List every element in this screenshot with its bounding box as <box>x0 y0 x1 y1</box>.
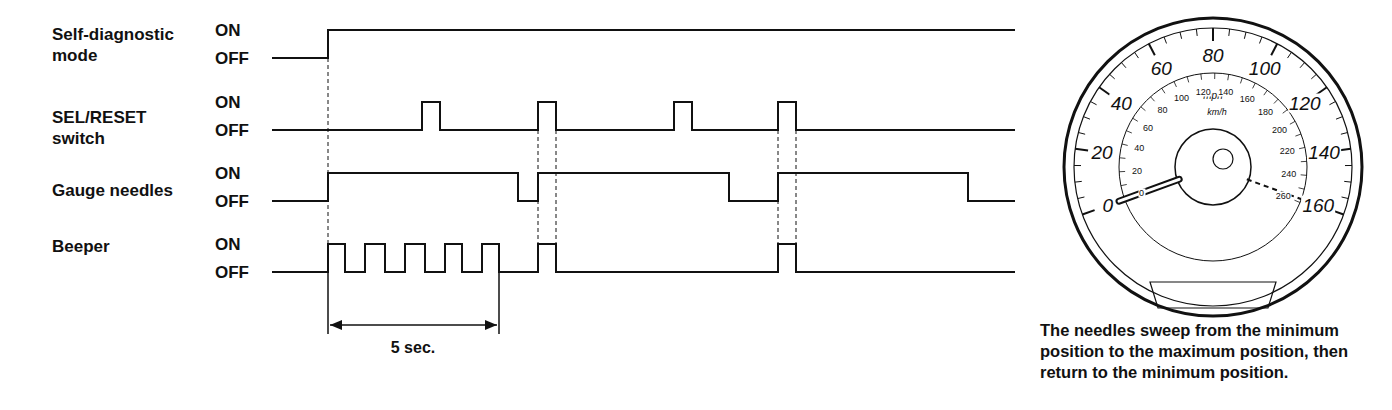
mph-scale-number: 20 <box>1090 143 1113 162</box>
kmh-scale-number: 100 <box>1173 93 1190 102</box>
signal-level: ON <box>215 235 241 255</box>
signal-name: Gauge needles <box>52 180 192 201</box>
time-dimension: 5 sec. <box>391 338 435 358</box>
signal-level: OFF <box>215 121 249 141</box>
kmh-scale-number: 0 <box>1138 188 1145 197</box>
signal-level: ON <box>215 164 241 184</box>
kmh-scale-number: 140 <box>1217 88 1234 97</box>
mph-scale-number: 140 <box>1307 143 1341 162</box>
kmh-scale-number: 220 <box>1279 147 1296 156</box>
signal-level: OFF <box>215 192 249 212</box>
kmh-scale-number: 40 <box>1133 144 1145 153</box>
signal-level: ON <box>215 93 241 113</box>
kmh-scale-number: 180 <box>1257 108 1274 117</box>
kmh-scale-number: 60 <box>1142 123 1154 132</box>
signal-name: SEL/RESET switch <box>52 107 192 149</box>
mph-scale-number: 100 <box>1248 58 1282 77</box>
mph-scale-number: 40 <box>1110 93 1133 112</box>
unit-label: km/h <box>1206 108 1228 117</box>
signal-name: Beeper <box>52 236 192 257</box>
kmh-scale-number: 20 <box>1131 166 1143 175</box>
kmh-scale-number: 120 <box>1195 87 1212 96</box>
kmh-scale-number: 80 <box>1156 106 1168 115</box>
signal-level: OFF <box>215 49 249 69</box>
mph-scale-number: 160 <box>1301 196 1335 215</box>
mph-scale-number: 60 <box>1150 58 1173 77</box>
signal-level: ON <box>215 21 241 41</box>
kmh-scale-number: 160 <box>1239 95 1256 104</box>
kmh-scale-number: 200 <box>1271 126 1288 135</box>
caption: The needles sweep from the minimum posit… <box>1040 320 1380 383</box>
mph-scale-number: 0 <box>1101 196 1114 215</box>
mph-scale-number: 80 <box>1201 46 1224 65</box>
mph-scale-number: 120 <box>1288 93 1322 112</box>
signal-level: OFF <box>215 263 249 283</box>
kmh-scale-number: 240 <box>1280 169 1297 178</box>
kmh-scale-number: 260 <box>1275 191 1292 200</box>
signal-name: Self-diagnostic mode <box>52 24 192 66</box>
